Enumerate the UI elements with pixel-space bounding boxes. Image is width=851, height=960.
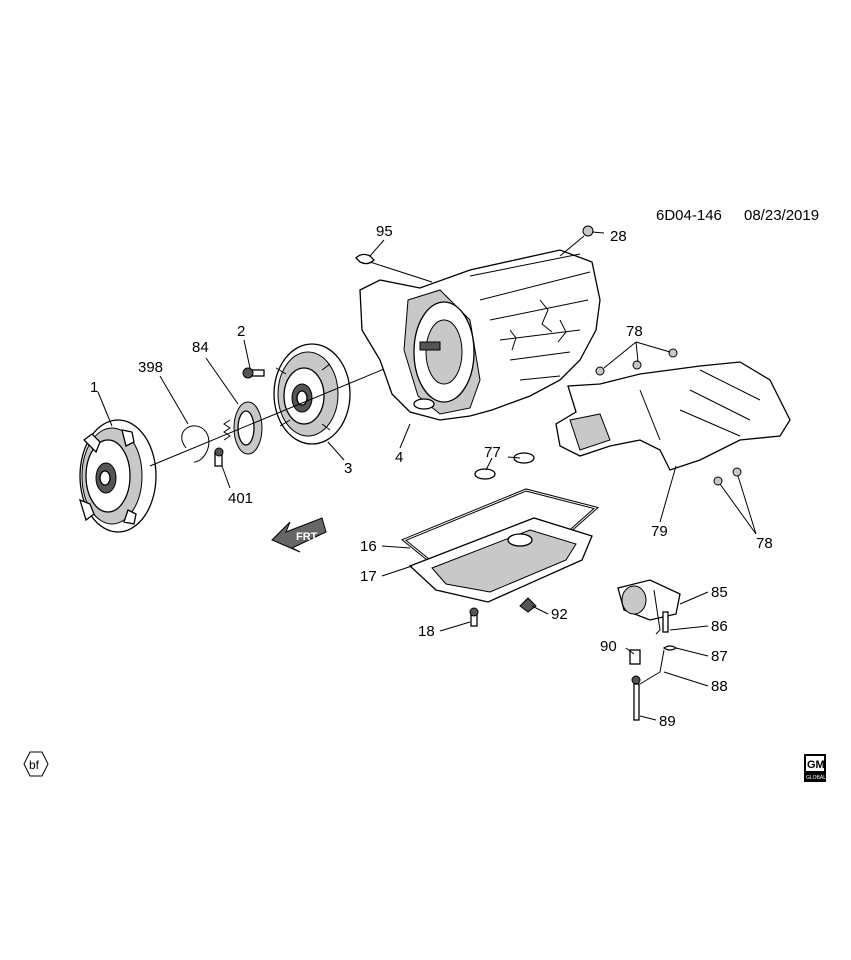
callout-89: 89 bbox=[659, 713, 676, 730]
callout-3: 3 bbox=[344, 460, 352, 477]
frt-label: FRT bbox=[296, 531, 318, 543]
drain-plug bbox=[519, 597, 537, 613]
callout-88: 88 bbox=[711, 678, 728, 695]
callout-85: 85 bbox=[711, 584, 728, 601]
oil-pump bbox=[273, 343, 351, 445]
bolt-401 bbox=[214, 447, 224, 467]
front-pump-seal bbox=[223, 401, 263, 455]
nut-28 bbox=[582, 225, 594, 237]
diagram-date: 08/23/2019 bbox=[744, 207, 819, 224]
gm-logo-subtext: GLOBAL bbox=[806, 775, 826, 781]
callout-1: 1 bbox=[90, 379, 98, 396]
front-direction-arrow: FRT bbox=[271, 517, 327, 553]
seal-87 bbox=[662, 645, 678, 651]
callout-86: 86 bbox=[711, 618, 728, 635]
nuts-78-upper bbox=[595, 348, 678, 376]
bf-badge-text: bf bbox=[29, 758, 40, 772]
gm-logo: GM GLOBAL bbox=[804, 754, 826, 782]
transfer-case-adapter bbox=[555, 361, 791, 471]
washers-77 bbox=[474, 452, 535, 480]
thermostat-valve bbox=[617, 579, 681, 635]
snap-ring bbox=[181, 425, 210, 463]
callout-401: 401 bbox=[228, 490, 253, 507]
callout-92: 92 bbox=[551, 606, 568, 623]
leader-lines bbox=[97, 231, 757, 721]
callout-79: 79 bbox=[651, 523, 668, 540]
bracket-88 bbox=[639, 649, 665, 685]
transmission-case bbox=[359, 249, 601, 421]
sleeve-90 bbox=[629, 649, 641, 665]
gm-logo-text: GM bbox=[807, 759, 825, 771]
callout-78-lower: 78 bbox=[756, 535, 773, 552]
callout-84: 84 bbox=[192, 339, 209, 356]
pan-bolt bbox=[469, 607, 479, 627]
bolt-2 bbox=[242, 367, 265, 379]
diagram-id: 6D04-146 bbox=[656, 207, 722, 224]
callout-95: 95 bbox=[376, 223, 393, 240]
torque-converter bbox=[78, 419, 157, 533]
bf-badge: bf bbox=[23, 751, 49, 777]
oil-pan bbox=[408, 517, 593, 603]
nuts-78-lower bbox=[713, 467, 742, 486]
callout-77: 77 bbox=[484, 444, 501, 461]
bolt-86 bbox=[662, 611, 669, 633]
bolt-89 bbox=[631, 675, 641, 721]
callout-18: 18 bbox=[418, 623, 435, 640]
callout-4: 4 bbox=[395, 449, 403, 466]
callout-78-upper: 78 bbox=[626, 323, 643, 340]
callout-90: 90 bbox=[600, 638, 617, 655]
callout-87: 87 bbox=[711, 648, 728, 665]
callout-398: 398 bbox=[138, 359, 163, 376]
callout-17: 17 bbox=[360, 568, 377, 585]
callout-2: 2 bbox=[237, 323, 245, 340]
vent-hose bbox=[355, 253, 375, 265]
callout-16: 16 bbox=[360, 538, 377, 555]
callout-28: 28 bbox=[610, 228, 627, 245]
